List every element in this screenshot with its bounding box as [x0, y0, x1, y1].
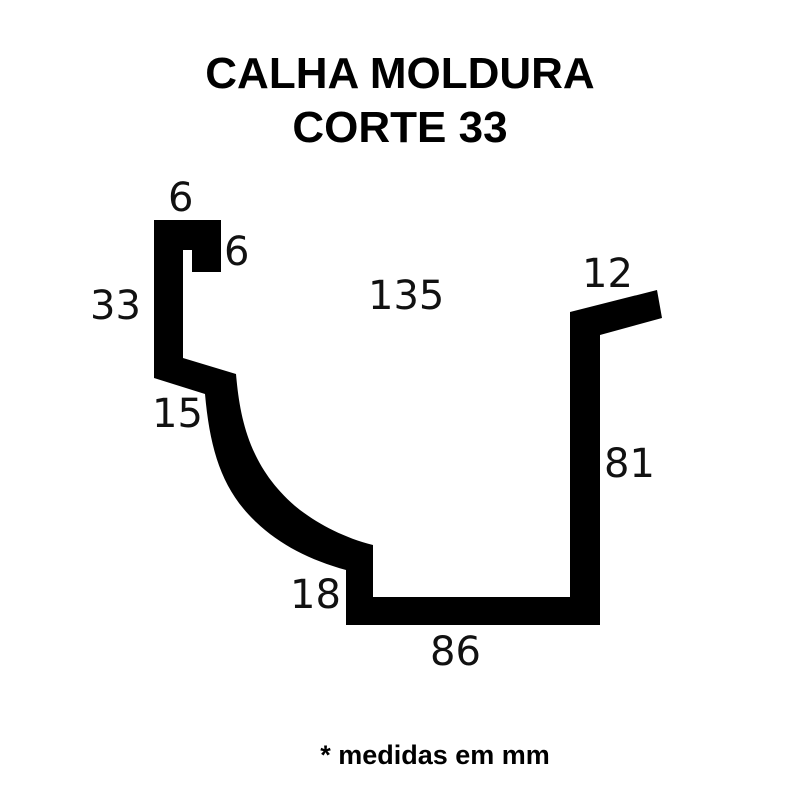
- dim-right-height: 81: [604, 441, 655, 487]
- units-note: * medidas em mm: [320, 740, 550, 770]
- title-line-2: CORTE 33: [292, 103, 508, 152]
- title-line-1: CALHA MOLDURA: [205, 49, 595, 98]
- dim-top-hook-width: 6: [168, 175, 194, 221]
- gutter-profile-shape: [154, 220, 662, 625]
- dim-bottom-width: 86: [430, 629, 481, 675]
- dim-top-hook-drop: 6: [224, 229, 250, 275]
- dim-opening-width: 135: [368, 273, 445, 319]
- dim-slope-segment: 15: [152, 391, 203, 437]
- dim-left-height: 33: [90, 283, 141, 329]
- dim-bottom-step: 18: [290, 572, 341, 618]
- dim-right-lip: 12: [582, 251, 633, 297]
